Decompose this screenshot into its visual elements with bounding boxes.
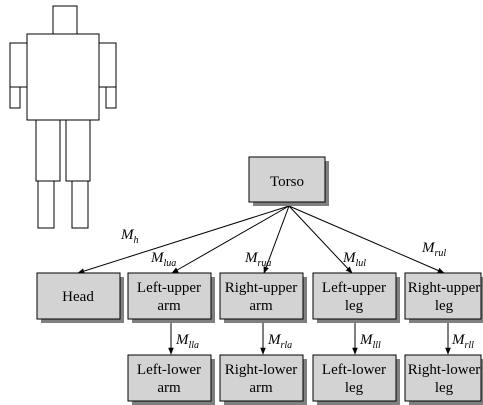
node-left-upper-leg-line2: leg	[345, 298, 364, 314]
node-right-upper-arm-line2: arm	[249, 298, 273, 314]
edge-torso-right-upper-leg	[288, 205, 445, 274]
node-left-lower-leg-line1: Left-lower	[322, 362, 386, 378]
edge-label-rll: Mrll	[451, 332, 474, 351]
edge-labels: Mh Mlua Mrua Mlul Mrul Mlla Mrla Mlll Mr…	[120, 227, 474, 351]
node-left-upper-leg-line1: Left-upper	[322, 280, 386, 296]
node-right-upper-leg-line2: leg	[435, 298, 454, 314]
edge-label-rla: Mrla	[267, 332, 292, 351]
node-right-lower-leg-line2: leg	[435, 380, 454, 396]
node-left-lower-leg: Left-lower leg	[312, 354, 400, 405]
edge-label-rul: Mrul	[421, 240, 446, 259]
figure-left-lower-leg	[37, 180, 55, 229]
node-left-lower-arm-line2: arm	[157, 380, 181, 396]
edge-label-lla: Mlla	[175, 332, 199, 351]
node-torso: Torso	[248, 156, 329, 206]
figure-left-upper-leg	[35, 119, 61, 182]
edge-label-lul: Mlul	[342, 250, 366, 269]
node-right-upper-arm-line1: Right-upper	[225, 280, 298, 296]
node-left-lower-arm: Left-lower arm	[127, 354, 215, 405]
figure-left-lower-arm	[9, 86, 21, 109]
node-right-lower-leg: Right-lower leg	[404, 354, 483, 405]
edge-torso-left-upper-leg	[288, 205, 353, 274]
node-left-lower-leg-line2: leg	[345, 380, 364, 396]
node-right-lower-arm-line1: Right-lower	[225, 362, 298, 378]
edges	[77, 205, 451, 355]
edge-label-h: Mh	[120, 227, 139, 246]
edge-torso-head	[77, 205, 290, 274]
figure-right-upper-leg	[65, 119, 91, 182]
node-right-lower-arm-line2: arm	[249, 380, 273, 396]
node-left-upper-arm: Left-upper arm	[127, 272, 215, 323]
node-right-upper-leg-line1: Right-upper	[408, 280, 481, 296]
figure-right-lower-arm	[105, 86, 117, 109]
edge-torso-right-upper-arm	[263, 205, 290, 274]
node-left-upper-arm-line2: arm	[157, 298, 181, 314]
node-torso-label: Torso	[270, 174, 304, 190]
node-right-upper-leg: Right-upper leg	[404, 272, 483, 323]
node-right-lower-leg-line1: Right-lower	[408, 362, 481, 378]
node-right-lower-arm: Right-lower arm	[219, 354, 307, 405]
figure-torso	[26, 33, 100, 121]
body-figure	[9, 5, 117, 229]
node-left-lower-arm-line1: Left-lower	[137, 362, 201, 378]
edge-label-lua: Mlua	[150, 250, 176, 269]
figure-left-upper-arm	[9, 42, 28, 88]
figure-right-upper-arm	[98, 42, 117, 88]
figure-right-lower-leg	[71, 180, 89, 229]
figure-head	[52, 5, 78, 35]
edge-label-lll: Mlll	[359, 332, 381, 351]
node-left-upper-arm-line1: Left-upper	[137, 280, 201, 296]
edge-label-rua: Mrua	[244, 250, 271, 269]
node-right-upper-arm: Right-upper arm	[219, 272, 307, 323]
edge-torso-left-upper-arm	[171, 205, 290, 274]
node-head-label: Head	[62, 289, 94, 305]
node-left-upper-leg: Left-upper leg	[312, 272, 400, 323]
node-head: Head	[36, 272, 124, 323]
